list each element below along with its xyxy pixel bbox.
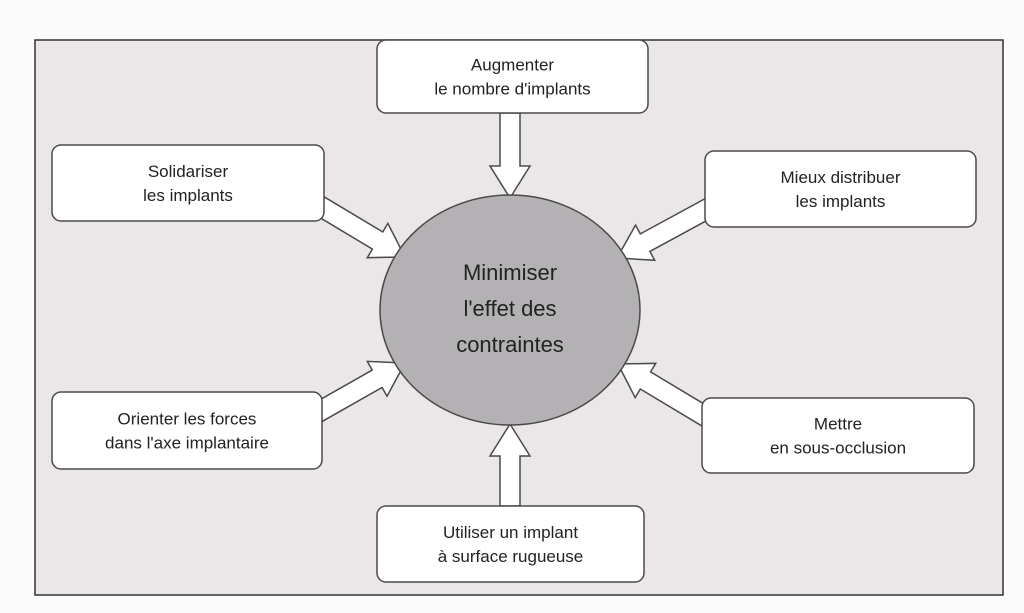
node-label-bottom-left-line-2: dans l'axe implantaire bbox=[105, 434, 269, 453]
node-label-top-left-line-2: les implants bbox=[143, 186, 233, 205]
node-box-top-right bbox=[704, 150, 977, 228]
node-box-bottom-right bbox=[701, 397, 975, 474]
center-circle bbox=[379, 194, 641, 426]
arrow-top bbox=[488, 112, 532, 200]
node-label-bottom-left-line-1: Orienter les forces bbox=[118, 410, 257, 429]
node-label-bottom-line-1: Utiliser un implant bbox=[443, 523, 578, 542]
node-label-top-left-line-1: Solidariser bbox=[148, 162, 229, 181]
node-label-bottom-right-line-1: Mettre bbox=[814, 415, 862, 434]
node-box-bottom-left bbox=[51, 391, 323, 470]
center-label-line-2: l'effet des bbox=[463, 296, 556, 321]
node-label-bottom-right-line-2: en sous-occlusion bbox=[770, 439, 906, 458]
arrow-bottom bbox=[488, 422, 532, 507]
center-label-line-3: contraintes bbox=[456, 332, 564, 357]
node-box-top bbox=[376, 39, 649, 114]
node-label-top-right-line-1: Mieux distribuer bbox=[781, 168, 901, 187]
node-label-top-line-2: le nombre d'implants bbox=[434, 80, 590, 99]
node-label-bottom-line-2: à surface rugueuse bbox=[438, 547, 584, 566]
arrow-bottom-left bbox=[302, 360, 407, 428]
center-label-line-1: Minimiser bbox=[463, 260, 557, 285]
node-label-top-line-1: Augmenter bbox=[471, 56, 554, 75]
node-box-top-left bbox=[51, 144, 325, 222]
node-label-top-right-line-2: les implants bbox=[796, 192, 886, 211]
arrow-top-right bbox=[615, 193, 724, 262]
node-box-bottom bbox=[376, 505, 645, 583]
